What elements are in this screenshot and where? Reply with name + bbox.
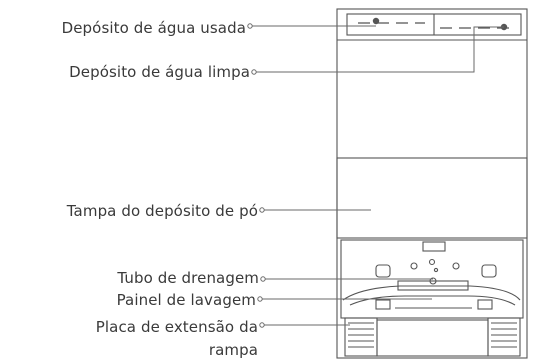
- station-outline: [336, 8, 528, 359]
- dust-bin-cover-panel: [336, 157, 528, 239]
- label-ramp-extension-line2: rampa: [208, 341, 258, 359]
- label-drain-pipe: Tubo de drenagem: [117, 269, 259, 287]
- label-clean-water-tank: Depósito de água limpa: [69, 63, 250, 81]
- label-used-water-tank: Depósito de água usada: [61, 19, 246, 37]
- label-dust-bin-cover: Tampa do depósito de pó: [66, 202, 258, 220]
- label-washing-panel: Painel de lavagem: [116, 291, 256, 309]
- label-ramp-extension: Placa de extensão da: [95, 318, 258, 336]
